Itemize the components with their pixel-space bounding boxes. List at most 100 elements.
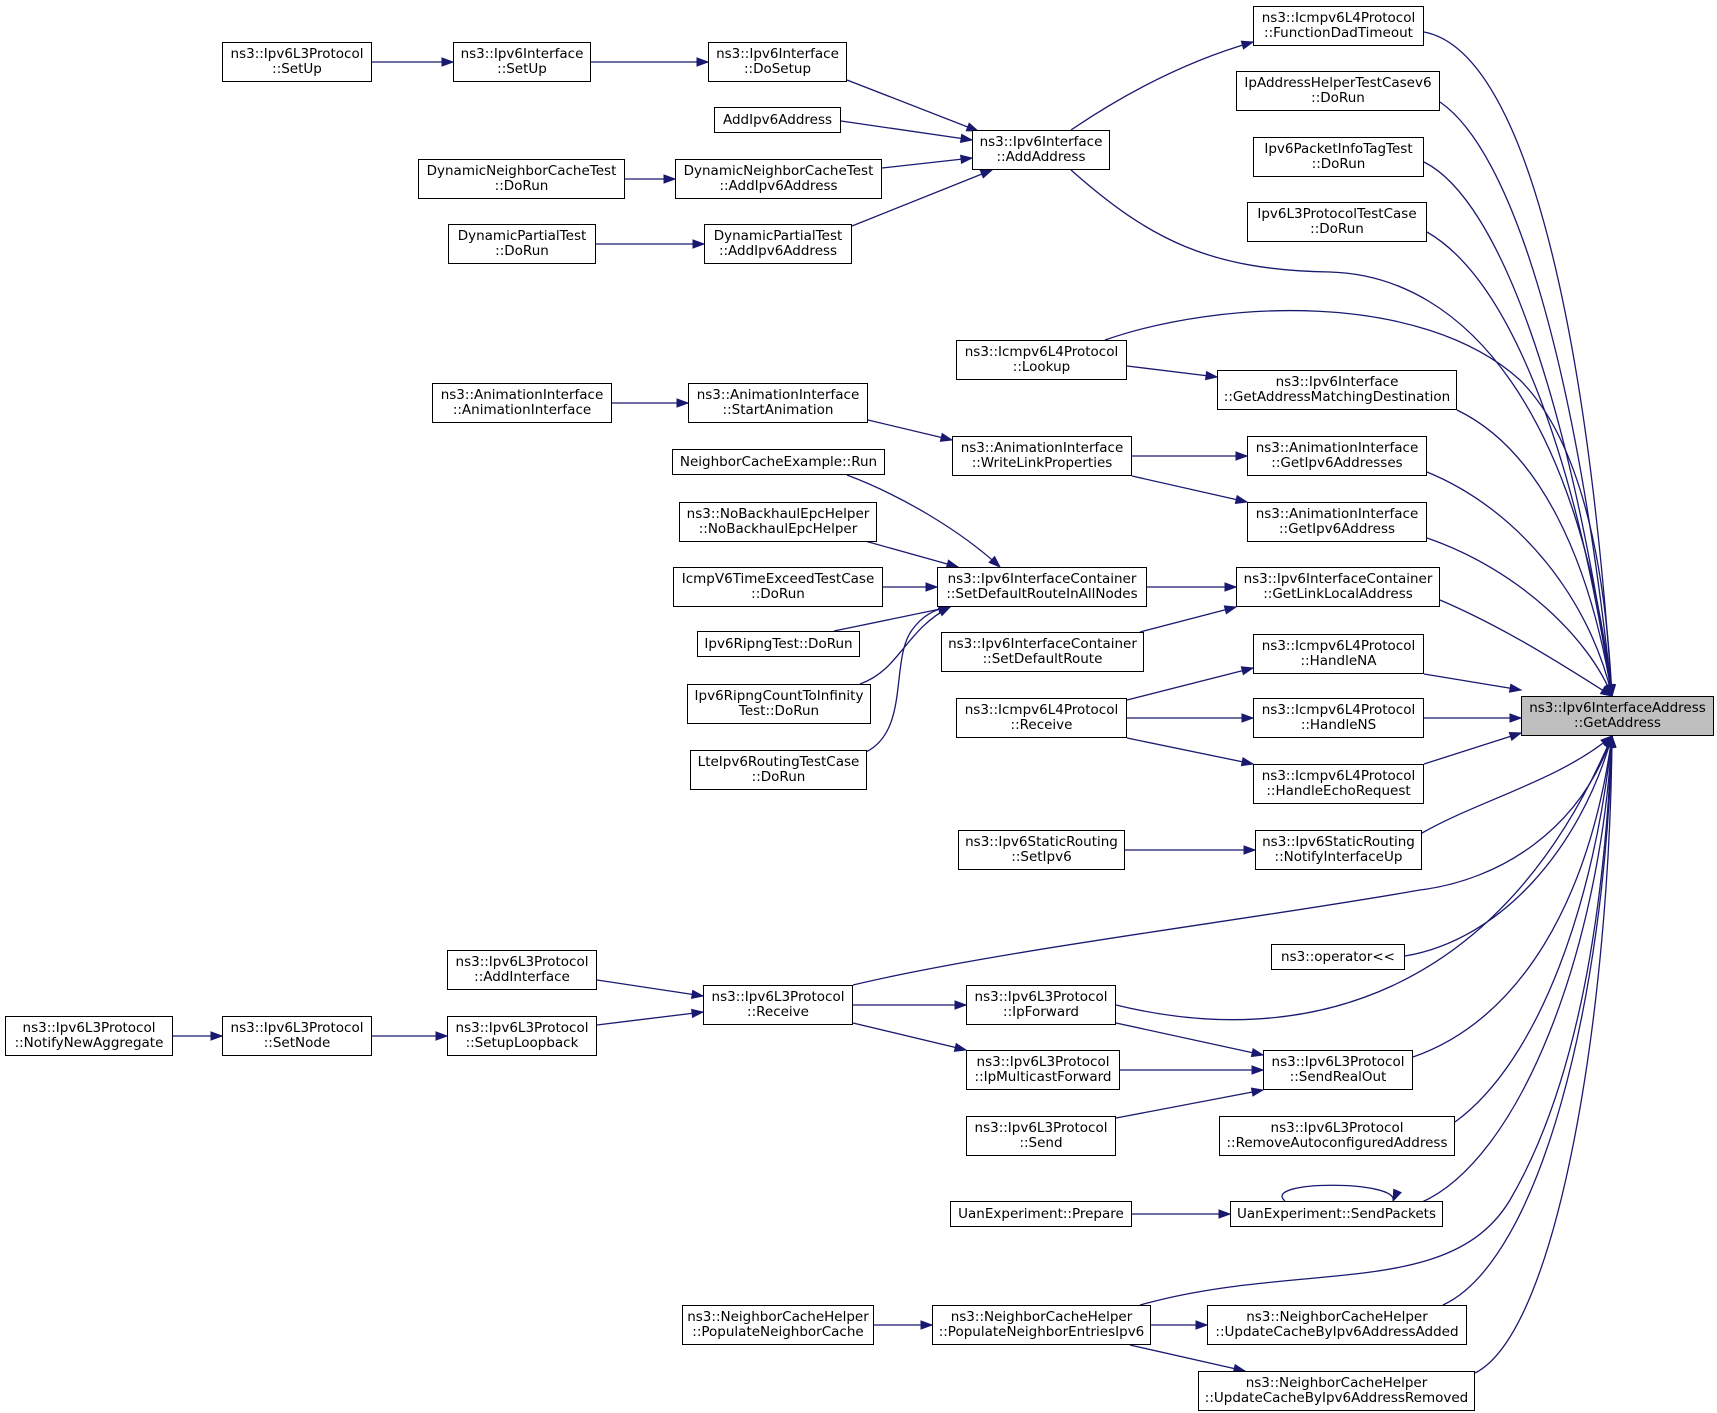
node-neighbor-cache-helper-update-cache-removed[interactable]: ns3::NeighborCacheHelper::UpdateCacheByI… bbox=[1198, 1371, 1475, 1411]
node-line: ns3::Icmpv6L4Protocol bbox=[964, 702, 1119, 718]
node-lte-ipv6-routing-test-case[interactable]: LteIpv6RoutingTestCase::DoRun bbox=[690, 750, 867, 790]
node-dynamic-partial-test-add-ipv6-address[interactable]: DynamicPartialTest::AddIpv6Address bbox=[704, 224, 852, 264]
node-animation-interface-get-ipv6-address[interactable]: ns3::AnimationInterface::GetIpv6Address bbox=[1247, 502, 1427, 542]
node-line: ns3::Ipv6Interface bbox=[1275, 374, 1399, 390]
call-edge bbox=[1423, 732, 1522, 765]
node-uan-experiment-prepare[interactable]: UanExperiment::Prepare bbox=[950, 1201, 1132, 1227]
node-ipv6-l3-protocol-set-node[interactable]: ns3::Ipv6L3Protocol::SetNode bbox=[222, 1016, 372, 1056]
node-interface-container-set-default-route[interactable]: ns3::Ipv6InterfaceContainer::SetDefaultR… bbox=[941, 632, 1144, 672]
call-edge bbox=[1126, 737, 1254, 765]
node-icmpv6-function-dad-timeout[interactable]: ns3::Icmpv6L4Protocol::FunctionDadTimeou… bbox=[1253, 6, 1424, 46]
node-animation-interface-constructor[interactable]: ns3::AnimationInterface::AnimationInterf… bbox=[432, 383, 612, 423]
node-line: ns3::AnimationInterface bbox=[1255, 440, 1419, 456]
node-operator-stream-output[interactable]: ns3::operator<< bbox=[1271, 944, 1405, 970]
node-line: ::IpMulticastForward bbox=[974, 1069, 1112, 1085]
node-ipv6-l3-protocol-add-interface[interactable]: ns3::Ipv6L3Protocol::AddInterface bbox=[447, 950, 597, 990]
node-line: Ipv6PacketInfoTagTest bbox=[1264, 141, 1413, 157]
node-ipv6-interface-do-setup[interactable]: ns3::Ipv6Interface::DoSetup bbox=[708, 42, 847, 82]
node-line: ::GetIpv6Address bbox=[1278, 521, 1396, 537]
call-edge bbox=[1404, 735, 1613, 957]
node-ipv6-l3-protocol-send-real-out[interactable]: ns3::Ipv6L3Protocol::SendRealOut bbox=[1263, 1050, 1413, 1090]
node-neighbor-cache-helper-update-cache-added[interactable]: ns3::NeighborCacheHelper::UpdateCacheByI… bbox=[1207, 1305, 1467, 1345]
node-line: ns3::NeighborCacheHelper bbox=[1245, 1375, 1428, 1391]
call-edge bbox=[881, 157, 973, 169]
node-line: ns3::Ipv6Interface bbox=[716, 46, 839, 62]
node-line: ::DoRun bbox=[1311, 90, 1365, 106]
call-edge bbox=[1126, 667, 1254, 701]
call-edge bbox=[852, 1022, 967, 1051]
call-edge bbox=[1439, 599, 1613, 697]
node-no-backhaul-epc-helper[interactable]: ns3::NoBackhaulEpcHelper::NoBackhaulEpcH… bbox=[679, 502, 877, 542]
node-line: ns3::Ipv6L3Protocol bbox=[230, 46, 364, 62]
arrowhead bbox=[979, 169, 994, 179]
node-icmpv6-handle-echo-request[interactable]: ns3::Icmpv6L4Protocol::HandleEchoRequest bbox=[1253, 764, 1424, 804]
node-line: ns3::Ipv6L3Protocol bbox=[974, 1120, 1108, 1136]
arrowhead bbox=[1392, 1188, 1402, 1203]
call-edge bbox=[1421, 735, 1613, 834]
node-interface-container-set-default-route-in-all-nodes[interactable]: ns3::Ipv6InterfaceContainer::SetDefaultR… bbox=[937, 567, 1147, 607]
node-line: ns3::NeighborCacheHelper bbox=[1246, 1309, 1428, 1325]
node-ip-address-helper-test-case-v6[interactable]: IpAddressHelperTestCasev6::DoRun bbox=[1236, 71, 1440, 111]
node-uan-experiment-send-packets[interactable]: UanExperiment::SendPackets bbox=[1230, 1201, 1443, 1227]
node-line: AddIpv6Address bbox=[722, 111, 833, 128]
call-edge bbox=[1139, 606, 1237, 633]
node-line: ns3::Ipv6L3Protocol bbox=[1271, 1054, 1405, 1070]
call-edge bbox=[865, 606, 951, 753]
node-interface-container-get-link-local-address[interactable]: ns3::Ipv6InterfaceContainer::GetLinkLoca… bbox=[1236, 567, 1440, 607]
call-edge bbox=[1454, 735, 1613, 1123]
node-ipv6-interface-set-up[interactable]: ns3::Ipv6Interface::SetUp bbox=[453, 42, 591, 82]
node-line: ns3::Ipv6L3Protocol bbox=[711, 989, 845, 1005]
node-line: ::AddAddress bbox=[996, 149, 1086, 165]
node-ipv6-l3-protocol-notify-new-aggregate[interactable]: ns3::Ipv6L3Protocol::NotifyNewAggregate bbox=[5, 1016, 173, 1056]
node-line: ::SetUp bbox=[497, 61, 547, 77]
node-dynamic-neighbor-cache-test-add-ipv6-address[interactable]: DynamicNeighborCacheTest::AddIpv6Address bbox=[675, 159, 882, 199]
node-ipv6-packet-info-tag-test[interactable]: Ipv6PacketInfoTagTest::DoRun bbox=[1253, 137, 1424, 177]
node-ipv6-l3-protocol-receive[interactable]: ns3::Ipv6L3Protocol::Receive bbox=[703, 985, 853, 1025]
call-edge bbox=[1456, 409, 1613, 697]
node-ipv6-l3-protocol-ip-forward[interactable]: ns3::Ipv6L3Protocol::IpForward bbox=[966, 985, 1116, 1025]
arrowhead bbox=[663, 174, 677, 184]
node-ipv6-interface-address-get-address: ns3::Ipv6InterfaceAddress::GetAddress bbox=[1521, 696, 1714, 736]
call-edge bbox=[1070, 41, 1254, 131]
node-ipv6-interface-get-address-matching-destination[interactable]: ns3::Ipv6Interface::GetAddressMatchingDe… bbox=[1217, 370, 1457, 410]
node-ipv6-l3-protocol-setup-loopback[interactable]: ns3::Ipv6L3Protocol::SetupLoopback bbox=[447, 1016, 597, 1056]
node-icmpv6-handle-na[interactable]: ns3::Icmpv6L4Protocol::HandleNA bbox=[1253, 634, 1424, 674]
node-add-ipv6-address[interactable]: AddIpv6Address bbox=[714, 107, 841, 133]
node-icmpv6-lookup[interactable]: ns3::Icmpv6L4Protocol::Lookup bbox=[956, 340, 1127, 380]
node-line: ::AddInterface bbox=[474, 969, 570, 985]
node-icmpv6-time-exceed-test-case[interactable]: IcmpV6TimeExceedTestCase::DoRun bbox=[673, 567, 883, 607]
node-animation-interface-start-animation[interactable]: ns3::AnimationInterface::StartAnimation bbox=[688, 383, 868, 423]
node-line: ::RemoveAutoconfiguredAddress bbox=[1226, 1135, 1448, 1151]
call-edge bbox=[1104, 309, 1613, 697]
node-line: ns3::Ipv6InterfaceContainer bbox=[947, 571, 1137, 587]
call-edge bbox=[852, 735, 1613, 986]
node-dynamic-partial-test-do-run[interactable]: DynamicPartialTest::DoRun bbox=[448, 224, 596, 264]
call-edge bbox=[1131, 475, 1248, 503]
node-ipv6-ripng-test-do-run[interactable]: Ipv6RipngTest::DoRun bbox=[697, 631, 860, 657]
node-line: ::HandleEchoRequest bbox=[1266, 783, 1411, 799]
node-line: ::UpdateCacheByIpv6AddressAdded bbox=[1215, 1324, 1459, 1340]
node-ipv6-l3-protocol-set-up[interactable]: ns3::Ipv6L3Protocol::SetUp bbox=[222, 42, 372, 82]
node-static-routing-set-ipv6[interactable]: ns3::Ipv6StaticRouting::SetIpv6 bbox=[958, 830, 1125, 870]
node-neighbor-cache-helper-populate-neighbor-entries-ipv6[interactable]: ns3::NeighborCacheHelper::PopulateNeighb… bbox=[932, 1305, 1151, 1345]
node-neighbor-cache-example-run[interactable]: NeighborCacheExample::Run bbox=[672, 449, 885, 475]
node-ipv6-l3-protocol-test-case[interactable]: Ipv6L3ProtocolTestCase::DoRun bbox=[1247, 202, 1427, 242]
node-line: ns3::Icmpv6L4Protocol bbox=[1261, 638, 1416, 654]
call-edge bbox=[1115, 1022, 1264, 1056]
node-ipv6-l3-protocol-send[interactable]: ns3::Ipv6L3Protocol::Send bbox=[966, 1116, 1116, 1156]
node-animation-interface-write-link-properties[interactable]: ns3::AnimationInterface::WriteLinkProper… bbox=[952, 436, 1132, 476]
node-dynamic-neighbor-cache-test-do-run[interactable]: DynamicNeighborCacheTest::DoRun bbox=[418, 159, 625, 199]
call-edge bbox=[840, 120, 973, 141]
node-ipv6-l3-protocol-ip-multicast-forward[interactable]: ns3::Ipv6L3Protocol::IpMulticastForward bbox=[966, 1050, 1120, 1090]
node-icmpv6-handle-ns[interactable]: ns3::Icmpv6L4Protocol::HandleNS bbox=[1253, 698, 1424, 738]
arrowhead bbox=[1509, 713, 1523, 723]
node-ipv6-interface-add-address[interactable]: ns3::Ipv6Interface::AddAddress bbox=[972, 130, 1110, 170]
node-ipv6-l3-protocol-remove-autoconfigured-address[interactable]: ns3::Ipv6L3Protocol::RemoveAutoconfigure… bbox=[1219, 1116, 1455, 1156]
node-icmpv6-receive[interactable]: ns3::Icmpv6L4Protocol::Receive bbox=[956, 698, 1127, 738]
node-animation-interface-get-ipv6-addresses[interactable]: ns3::AnimationInterface::GetIpv6Addresse… bbox=[1247, 436, 1427, 476]
node-neighbor-cache-helper-populate-neighbor-cache[interactable]: ns3::NeighborCacheHelper::PopulateNeighb… bbox=[682, 1305, 874, 1345]
node-static-routing-notify-interface-up[interactable]: ns3::Ipv6StaticRouting::NotifyInterfaceU… bbox=[1255, 830, 1422, 870]
node-line: ::GetAddressMatchingDestination bbox=[1223, 389, 1451, 405]
